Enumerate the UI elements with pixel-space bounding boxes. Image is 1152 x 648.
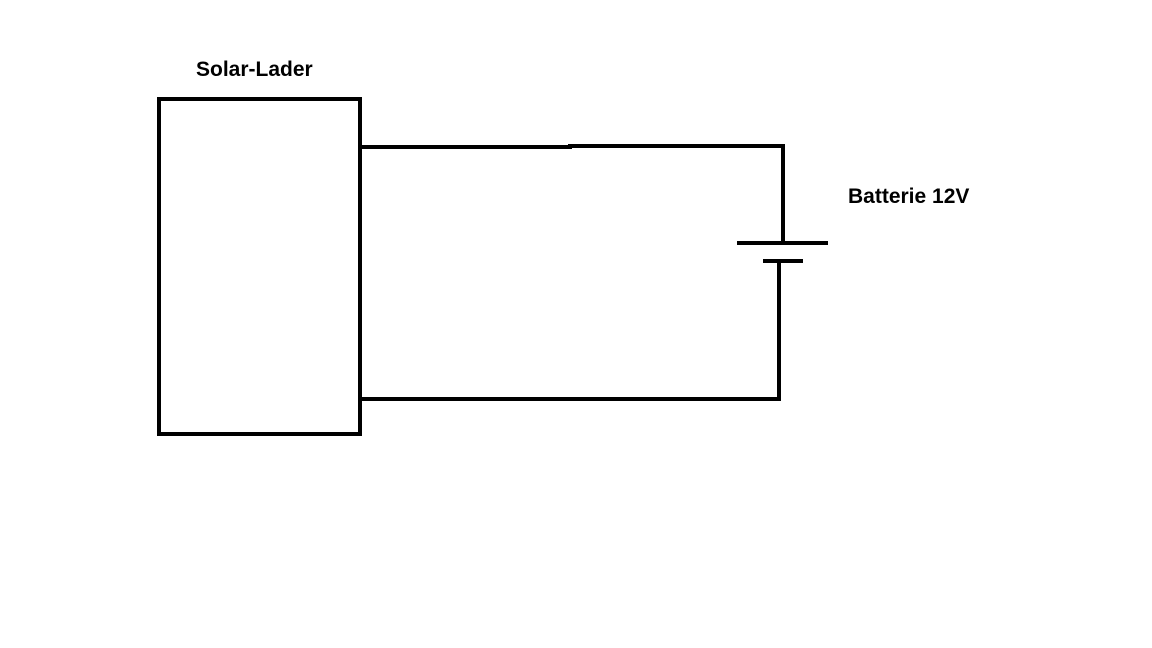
solar-charger-box	[157, 97, 362, 436]
solar-charger-label: Solar-Lader	[196, 58, 313, 81]
top-wire	[360, 144, 785, 243]
battery-label: Batterie 12V	[848, 185, 970, 208]
bottom-wire	[360, 261, 781, 401]
